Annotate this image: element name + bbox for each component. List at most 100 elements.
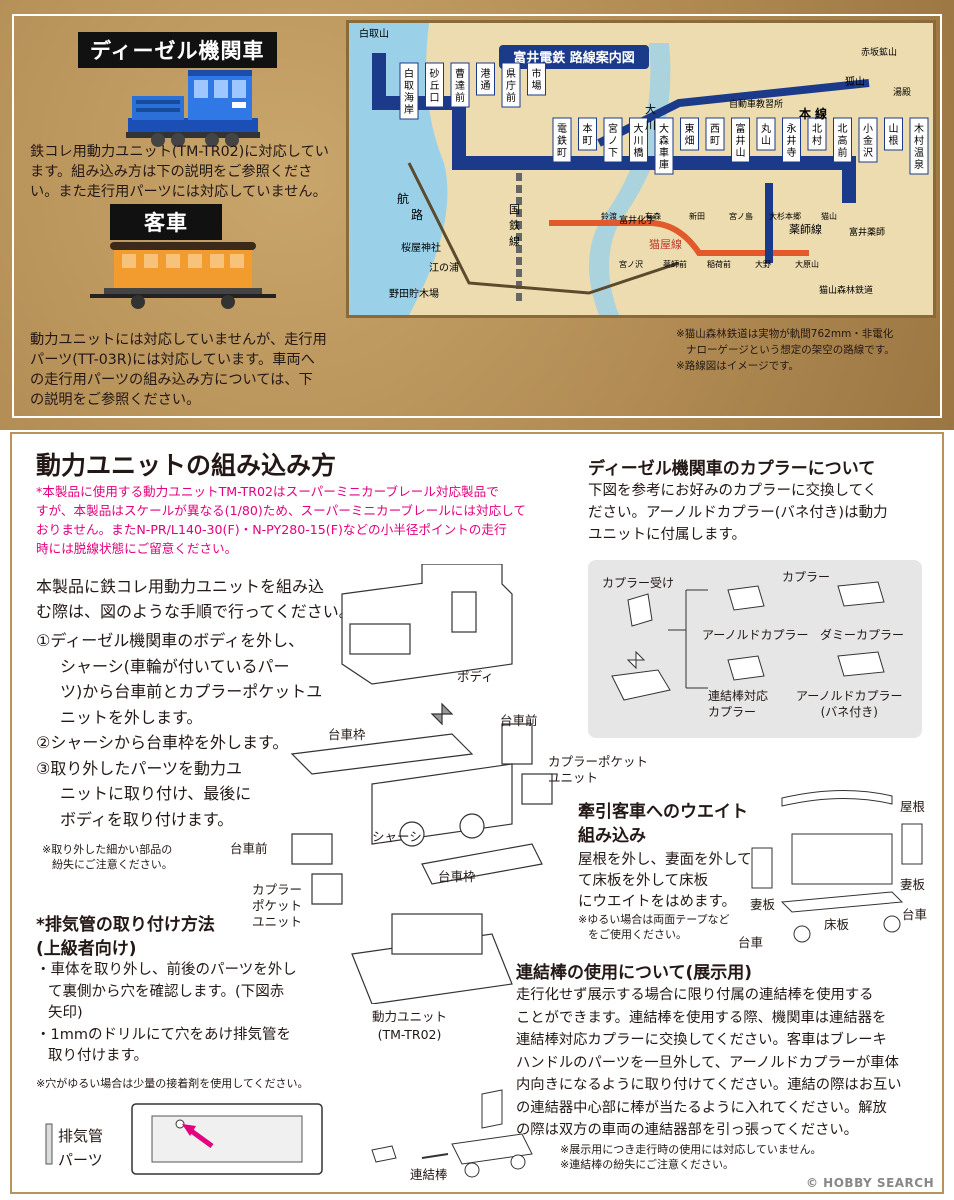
instructions-panel: 動力ユニットの組み込み方 *本製品に使用する動力ユニットTM-TR02はスーパー… xyxy=(10,432,944,1194)
label-end2: 妻板 xyxy=(750,897,776,912)
station-name-char: 鉄 xyxy=(557,134,567,147)
station-box xyxy=(833,117,852,163)
station-name-char: 寺 xyxy=(787,147,797,159)
label-bogie1: 台車 xyxy=(902,907,928,922)
station-name-char: 町 xyxy=(557,148,567,159)
step-line: ニットに取り付け、最後に xyxy=(60,784,252,803)
map-stations: 白取海岸砂丘口曹達前港通県庁前市場電鉄町本町宮ノ下大川橋大森車庫東畑西町富井山丸… xyxy=(399,62,929,269)
exhaust-steps: ・車体を取り外し、前後のパーツを外し て裏側から穴を確認します。(下図赤 矢印)… xyxy=(36,960,297,1068)
station-name-char: 宮 xyxy=(608,122,618,135)
exhaust-line: ・1mmのドリルにて穴をあけ排気管を xyxy=(36,1026,291,1043)
station-name-char: 岸 xyxy=(404,104,414,116)
station-name-char: 前 xyxy=(838,146,848,159)
branch-station-name: 宮ノ沢 xyxy=(619,259,643,269)
station-name-char: 木 xyxy=(914,123,924,135)
step-line: ③取り外したパーツを動力ユ xyxy=(36,758,243,778)
station-box xyxy=(782,117,801,163)
map-label: 鉄 xyxy=(509,218,520,232)
map-label: 航 xyxy=(397,191,409,206)
map-note: ※猫山森林鉄道は実物が軌間762mm・非電化 xyxy=(676,328,894,340)
weight-title-line: 牽引客車へのウエイト xyxy=(578,802,748,822)
station-name-char: 橋 xyxy=(634,146,644,159)
rod-desc-line: 連結棒対応カプラーに交換してください。客車はブレーキ xyxy=(516,1032,887,1048)
station-name-char: 温 xyxy=(914,147,924,159)
weight-description: 屋根を外し、妻面を外して て床板を外して床板 にウエイトをはめます。 xyxy=(578,850,752,913)
parts-label-line: 排気管 xyxy=(58,1127,104,1145)
label-arnold-spring: アーノルドカプラー (バネ付き) xyxy=(796,689,903,719)
station-name-char: 金 xyxy=(863,134,873,147)
map-label: 白取山 xyxy=(359,27,389,40)
branch-station-name: 稲荷前 xyxy=(707,259,731,269)
map-notes: ※猫山森林鉄道は実物が軌間762mm・非電化 ナローゲージという想定の架空の路線… xyxy=(676,326,895,374)
label-front: 台車前 xyxy=(500,713,538,728)
station-name-char: 西 xyxy=(710,124,720,135)
station-name-char: 根 xyxy=(889,134,899,147)
station-name-char: 庁 xyxy=(506,79,516,92)
diesel-desc-line: い。また走行用パーツには対応していません。 xyxy=(30,184,327,200)
assembly-diagram xyxy=(290,564,553,1004)
station-name-char: 山 xyxy=(889,123,899,135)
station-name-char: 山 xyxy=(736,147,746,159)
station-name-char: 井 xyxy=(736,134,746,147)
station-box xyxy=(884,117,903,151)
map-label: 自動車教習所 xyxy=(729,98,783,110)
station-name-char: 前 xyxy=(506,91,516,104)
map-label: 線 xyxy=(509,234,520,248)
coach-desc-line: パーツ(TT-03R)には対応しています。車両へ xyxy=(30,352,315,368)
branch-station-name: 猫山 xyxy=(821,211,837,221)
station-name-char: 川 xyxy=(634,136,644,147)
map-label: 湯殿 xyxy=(893,87,911,98)
station-name-char: 通 xyxy=(481,80,491,92)
map-label: 大 xyxy=(645,102,656,116)
map-note: ナローゲージという想定の架空の路線です。 xyxy=(686,344,895,356)
install-intro: 本製品に鉄コレ用動力ユニットを組み込 む際は、図のような手順で行ってください。 xyxy=(36,574,355,624)
label-bogie2: 台車 xyxy=(738,935,764,950)
install-note: ※取り外した細かい部品の 紛失にご注意ください。 xyxy=(42,842,173,872)
rod-description: 走行化せず展示する場合に限り付属の連結棒を使用する ことができます。連結棒を使用… xyxy=(516,984,902,1142)
map-label: 線 xyxy=(815,106,827,121)
weight-note: ※ゆるい場合は両面テープなど をご使用ください。 xyxy=(578,912,730,942)
note-line: ※取り外した細かい部品の xyxy=(42,843,173,856)
coach-desc-line: 動力ユニットには対応していませんが、走行用 xyxy=(30,332,327,348)
map-label: 赤坂鉱山 xyxy=(861,46,897,58)
station-name-char: 下 xyxy=(608,148,618,159)
station-box xyxy=(909,117,929,175)
label-rod: 連結棒 xyxy=(410,1167,448,1182)
station-box xyxy=(603,117,623,163)
station-box xyxy=(680,117,699,151)
rod-note-line: ※展示用につき走行時の使用には対応していません。 xyxy=(560,1143,822,1156)
station-name-char: 砂 xyxy=(430,67,440,80)
map-label: 野田貯木場 xyxy=(389,287,439,300)
station-name-char: 北 xyxy=(838,123,848,135)
watermark: © HOBBY SEARCH xyxy=(806,1176,935,1190)
station-name-char: 大 xyxy=(634,122,644,135)
rod-notes: ※展示用につき走行時の使用には対応していません。 ※連結棒の紛失にご注意ください… xyxy=(560,1142,822,1172)
station-box xyxy=(399,62,419,120)
branch-station-name: 鈴渡 xyxy=(601,211,617,221)
map-label: 狐山 xyxy=(845,75,865,88)
map-label: 富井化学 xyxy=(619,214,655,226)
map-label: 桜屋神社 xyxy=(401,241,441,254)
station-box xyxy=(654,117,674,175)
intro-line: 本製品に鉄コレ用動力ユニットを組み込 xyxy=(36,577,325,596)
rod-diagram xyxy=(371,1089,533,1178)
rod-desc-line: の際は双方の車両の連結器部を引っ張ってください。 xyxy=(516,1122,858,1138)
step-line: ニットを外します。 xyxy=(60,707,203,727)
label-coupler: カプラー xyxy=(782,570,831,584)
product-overview: ディーゼル機関車 鉄コレ用動力ユニット(TM-TR02)に対応してい ます。組み… xyxy=(0,0,954,430)
station-box xyxy=(476,62,495,96)
map-note: ※路線図はイメージです。 xyxy=(676,360,800,372)
diesel-locomotive-image xyxy=(126,70,260,147)
station-name-char: 畑 xyxy=(685,134,695,147)
label-arnold: アーノルドカプラー xyxy=(702,628,809,642)
station-name-char: 庫 xyxy=(659,158,669,171)
coupler-title: ディーゼル機関車のカプラーについて xyxy=(588,459,876,479)
branch-station-name: 有森 xyxy=(645,211,661,221)
station-name-char: 白 xyxy=(404,67,414,80)
label-chassis: シャーシ xyxy=(372,829,422,844)
exhaust-line: 矢印) xyxy=(48,1005,83,1021)
warning-line: おりません。またN-PR/L140-30(F)・N-PY280-15(F)などの… xyxy=(36,522,507,537)
weight-note-line: ※ゆるい場合は両面テープなど xyxy=(578,913,730,926)
install-steps: ①ディーゼル機関車のボディを外し、 シャーシ(車輪が付いているパー ツ)から台車… xyxy=(36,628,322,832)
station-name-char: 富 xyxy=(736,122,746,135)
